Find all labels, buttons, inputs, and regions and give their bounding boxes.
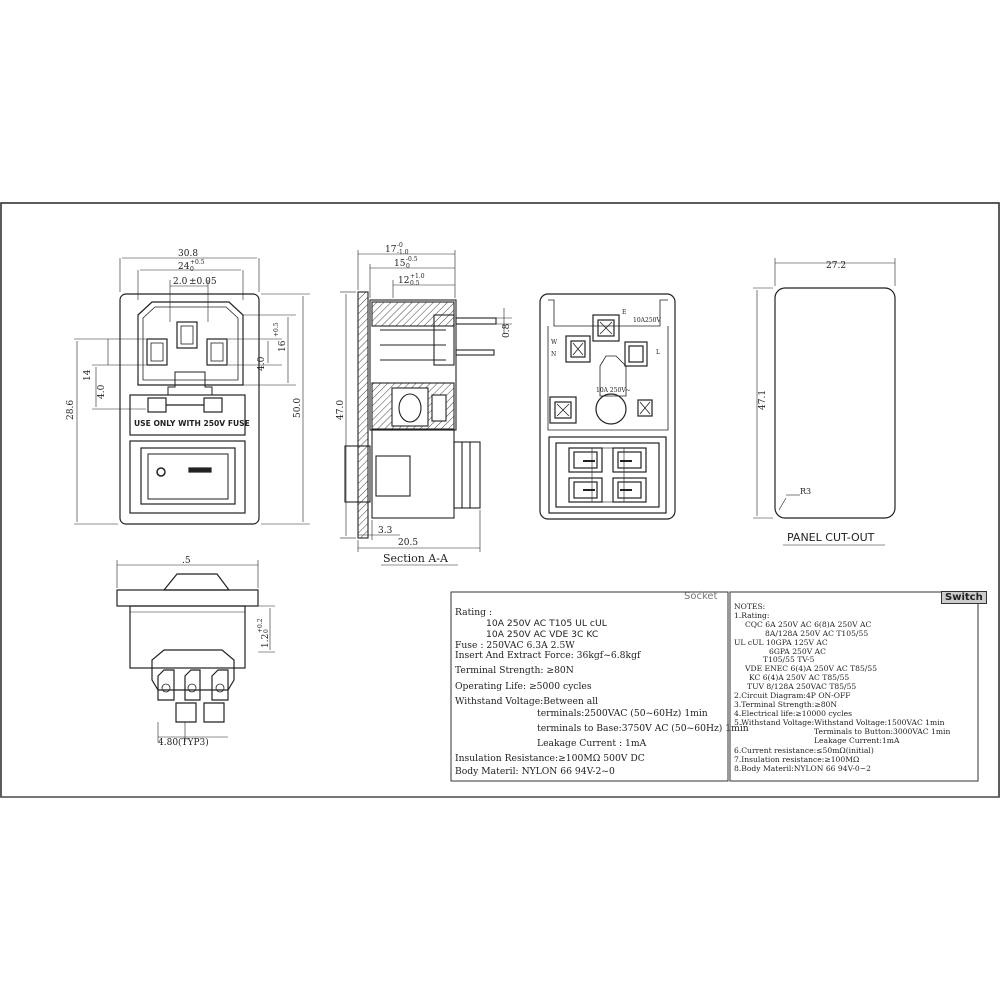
switch-line: 8A/128A 250V AC T105/55 [765, 629, 869, 638]
rocker-switch [147, 453, 229, 500]
dim-30-8: 30.8 [178, 249, 198, 259]
socket-line: Insulation Resistance:≥100MΩ 500V DC [455, 753, 645, 764]
switch-box [729, 591, 979, 782]
dim-24-tol: +0.5 [190, 259, 205, 266]
socket-line: terminals to Base:3750V AC (50~60Hz) 1mi… [537, 723, 749, 734]
label-w: W [551, 339, 558, 346]
dim-24-tol2: 0 [190, 266, 194, 273]
switch-line: 8.Body Materil:NYLON 66 94V-0~2 [734, 764, 871, 773]
socket-line: Insert And Extract Force: 36kgf~6.8kgf [455, 650, 641, 661]
section-title: Section A-A [383, 552, 449, 565]
switch-line: 3.Terminal Strength:≥80N [734, 700, 838, 709]
dim-2-0: 2.0 [173, 277, 188, 287]
dim-24: 24 [178, 262, 190, 272]
dim-12: 12 [398, 276, 409, 286]
switch-line: Leakage Current:1mA [814, 736, 900, 745]
front-view [74, 257, 310, 525]
section-view [340, 250, 512, 566]
switch-line: TUV 8/128A 250VAC T85/55 [747, 682, 857, 691]
back-view-labels: N L W E 10A 250V 10A 250V~ [551, 309, 661, 394]
label-l: L [656, 349, 660, 356]
front-view-dims: 30.8 24 +0.5 0 2.0 ±0.05 28.6 14 4.0 4.0… [66, 249, 303, 428]
label-e: E [622, 309, 626, 316]
dim-3-3: 3.3 [378, 526, 393, 536]
rocker-switch-frame [129, 440, 246, 514]
dim-16: 16 [278, 340, 288, 352]
socket-line: Leakage Current : 1mA [537, 738, 647, 749]
socket-line: Terminal Strength: ≥80N [455, 665, 574, 676]
socket-line: Withstand Voltage:Between all [455, 696, 599, 707]
panel-cutout [753, 258, 896, 546]
dim-50-0: 50.0 [293, 398, 303, 418]
switch-line: T105/55 TV-5 [763, 655, 815, 664]
fuse-holder [129, 394, 246, 436]
switch-line: KC 6(4)A 250V AC T85/55 [749, 673, 850, 682]
panel-cutout-dims: 27.2 47.1 R3 PANEL CUT-OUT [758, 261, 875, 544]
bottom-side: 1.2 [261, 634, 271, 648]
dim-17-tol2: -1.0 [397, 249, 409, 256]
socket-box [450, 591, 729, 782]
socket-line: 10A 250V AC T105 UL cUL [486, 618, 607, 629]
back-body-outline [539, 293, 676, 520]
back-view [539, 293, 676, 520]
socket-line: Operating Life: ≥5000 cycles [455, 681, 592, 692]
dim-12-tol2: 0.5 [410, 280, 420, 287]
dim-15-tol: -0.5 [406, 256, 418, 263]
dim-17: 17 [385, 245, 397, 255]
dim-12-tol: +1.0 [410, 273, 425, 280]
dim-4-0-right: 4.0 [257, 356, 267, 371]
label-volt: 250V [645, 317, 661, 324]
bottom-view-dims: .5 1.2 +0.2 0 4.80(TYP3) [158, 556, 271, 748]
switch-line: 5.Withstand Voltage:Withstand Voltage:15… [734, 718, 945, 727]
dim-15-tol2: 0 [406, 263, 410, 270]
socket-line: Fuse : 250VAC 6.3A 2.5W [455, 640, 575, 651]
dim-28-6: 28.6 [66, 400, 76, 420]
switch-line: CQC 6A 250V AC 6(8)A 250V AC [745, 620, 872, 629]
bottom-pin-gap: 4.80(TYP3) [158, 737, 209, 748]
fuse-warning-text: USE ONLY WITH 250V FUSE [134, 419, 250, 428]
cutout-width: 27.2 [826, 261, 846, 271]
dim-14: 14 [83, 369, 93, 381]
socket-tag: Socket [684, 591, 718, 602]
label-rating2: 10A 250V~ [596, 387, 631, 394]
dim-2-0-tol: ±0.05 [189, 277, 217, 287]
bottom-side-tol: +0.2 [257, 618, 264, 633]
spec-table [450, 591, 979, 782]
cutout-title: PANEL CUT-OUT [787, 531, 875, 544]
switch-line: VDE ENEC 6(4)A 250V AC T85/55 [745, 664, 878, 673]
switch-line: 6.Current resistance:≤50mΩ(initial) [734, 746, 874, 755]
dim-4-0-left: 4.0 [97, 384, 107, 399]
socket-line: Body Materil: NYLON 66 94V-2~0 [455, 766, 615, 777]
label-rating: 10A [633, 317, 646, 324]
sheet-frame [0, 202, 1000, 798]
cutout-radius: R3 [800, 487, 811, 496]
section-view-dims: 17 -0 -1.0 15 -0.5 0 12 +1.0 0.5 0.8 47.… [336, 242, 512, 565]
switch-line: 2.Circuit Diagram:4P ON-OFF [734, 691, 851, 700]
dim-20-5: 20.5 [398, 538, 418, 548]
dim-17-tol: -0 [397, 242, 403, 249]
panel-cutout-outline [774, 287, 896, 519]
bottom-width: .5 [182, 556, 191, 566]
switch-line: 4.Electrical life:≥10000 cycles [734, 709, 852, 718]
bottom-view [116, 560, 275, 742]
dim-47-0: 47.0 [336, 400, 346, 420]
dim-15: 15 [394, 259, 406, 269]
cutout-height: 47.1 [758, 390, 768, 410]
switch-line: Terminals to Button:3000VAC 1min [814, 727, 951, 736]
switch-line: 6GPA 250V AC [769, 647, 826, 656]
socket-line: 10A 250V AC VDE 3C KC [486, 629, 599, 640]
switch-line: UL cUL 10GPA 125V AC [734, 638, 828, 647]
bottom-side-tol2: 0 [263, 629, 270, 633]
label-n: N [551, 351, 556, 358]
dim-16-tol: +0.5 [273, 322, 280, 337]
switch-tag: Switch [941, 591, 987, 604]
switch-line: 1.Rating: [734, 611, 770, 620]
dim-0-8: 0.8 [502, 323, 512, 338]
switch-line: 7.Insulation resistance:≥100MΩ [734, 755, 860, 764]
switch-line: NOTES: [734, 602, 766, 611]
socket-line: Rating : [455, 607, 493, 618]
socket-line: terminals:2500VAC (50~60Hz) 1min [537, 708, 708, 719]
